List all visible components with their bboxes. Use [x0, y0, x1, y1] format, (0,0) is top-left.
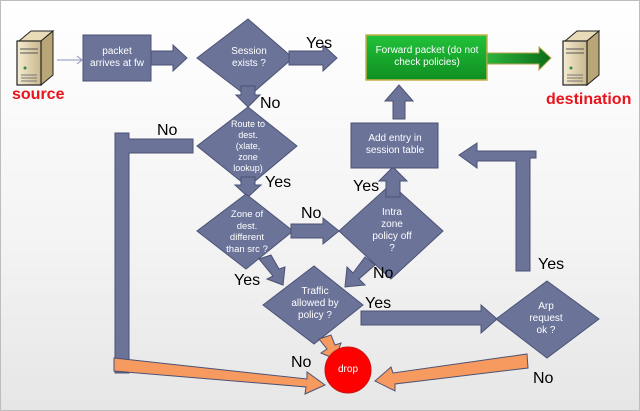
label-zone-no: No — [301, 205, 322, 222]
label-route-no: No — [157, 122, 178, 139]
label-arp-yes: Yes — [538, 256, 565, 273]
label-intra-yes: Yes — [353, 178, 380, 195]
label-arp-no: No — [533, 370, 554, 387]
add-entry-text: Add entry in session table — [365, 133, 425, 156]
intra-zone-text: Intra zone policy off ? — [372, 207, 412, 254]
arrow-intra-yes — [377, 166, 409, 198]
destination-server-icon — [562, 29, 601, 87]
arrow-add-entry-to-forward — [383, 84, 415, 120]
drop-circle — [324, 346, 372, 394]
traffic-allowed-text: Traffic allowed by policy ? — [291, 286, 339, 321]
packet-arrives-text: packet arrives at fw — [90, 46, 144, 69]
forward-packet-text: Forward packet (do not check policies) — [375, 45, 479, 68]
destination-label: destination — [546, 91, 632, 108]
label-zone-yes: Yes — [234, 272, 261, 289]
drop-text: drop — [337, 364, 358, 375]
arrow-session-no — [234, 85, 262, 108]
intra-zone-diamond — [338, 183, 444, 280]
label-traffic-yes: Yes — [365, 295, 392, 312]
arp-request-text: Arp request ok ? — [529, 301, 563, 336]
zone-different-text: Zone of dest. different than src ? — [226, 209, 268, 255]
arrow-packet-to-session — [150, 43, 188, 73]
label-intra-no: No — [373, 265, 394, 282]
arrow-zone-no — [290, 216, 340, 246]
arrow-traffic-yes — [360, 303, 498, 335]
arrow-route-no — [114, 132, 194, 374]
label-session-yes: Yes — [306, 35, 333, 52]
add-entry-box — [350, 122, 439, 169]
arrow-zone-yes — [258, 254, 286, 286]
label-route-yes: Yes — [265, 174, 292, 191]
arrow-arp-no — [374, 353, 529, 392]
label-session-no: No — [260, 95, 281, 112]
session-exists-text: Session exists ? — [231, 46, 267, 69]
arrow-route-yes — [233, 176, 263, 198]
zone-different-diamond — [196, 193, 294, 270]
packet-arrives-box — [82, 34, 152, 82]
route-to-dest-text: Route to dest. (xlate, zone lookup) — [230, 118, 266, 173]
arrow-forward-to-destination — [486, 45, 552, 72]
arrow-intra-no — [344, 256, 376, 288]
source-server-icon — [16, 29, 55, 87]
arrow-session-yes — [288, 43, 338, 73]
arp-request-diamond — [495, 280, 600, 359]
arrow-route-no-to-drop — [113, 357, 326, 395]
arrow-arp-yes — [458, 142, 537, 272]
connector-source-to-packet — [57, 55, 83, 65]
traffic-allowed-diamond — [262, 265, 364, 345]
label-traffic-no: No — [291, 354, 312, 371]
source-label: source — [12, 86, 65, 103]
